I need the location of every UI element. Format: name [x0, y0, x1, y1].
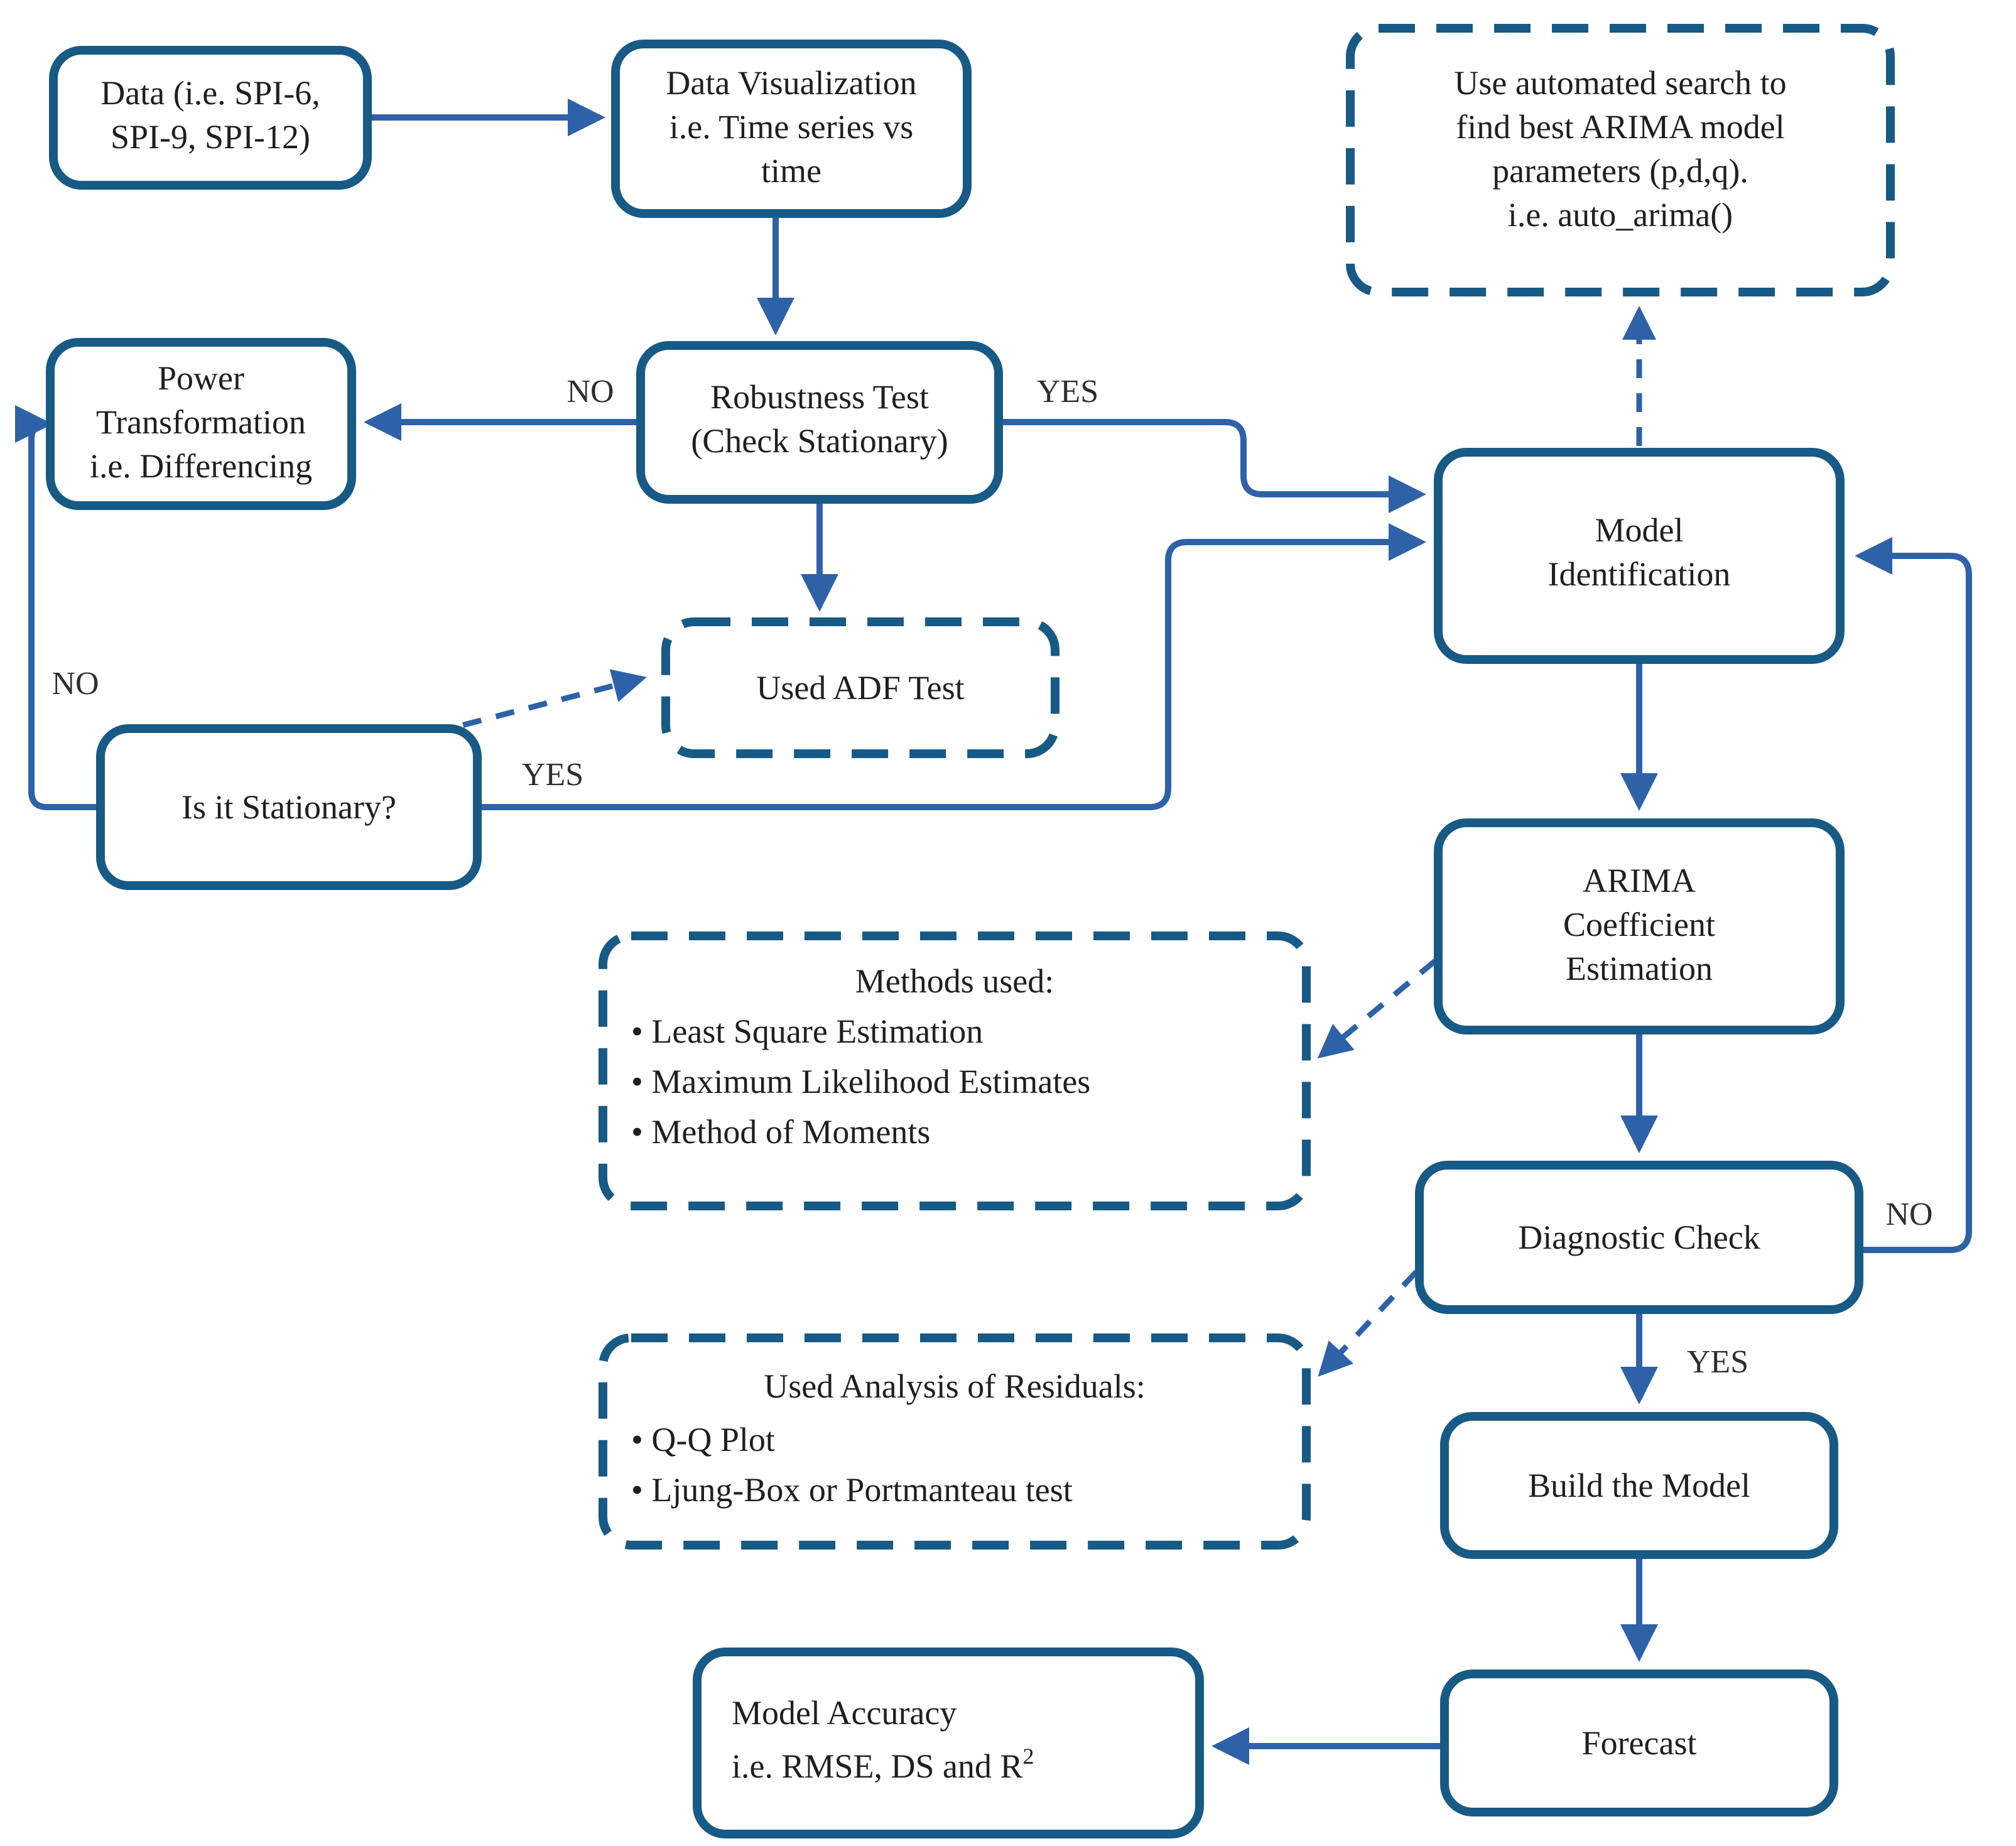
node-residual-analysis: Used Analysis of Residuals: • Q-Q Plot• …	[599, 1333, 1311, 1550]
build-the-model-box	[1440, 1412, 1838, 1559]
adf-test-text: Used ADF Test	[756, 669, 964, 707]
node-data: Data (i.e. SPI-6,SPI-9, SPI-12)	[49, 46, 372, 190]
data-text: Data (i.e. SPI-6,SPI-9, SPI-12)	[100, 74, 320, 156]
residual-analysis-heading: Used Analysis of Residuals:	[764, 1367, 1145, 1405]
edge-stationary-to-adf-dashed	[429, 669, 647, 737]
node-methods-used: Methods used: • Least Square Estimation•…	[599, 931, 1311, 1210]
methods-used-heading: Methods used:	[855, 962, 1054, 1000]
diagnostic-check-text: Diagnostic Check	[1518, 1219, 1760, 1256]
residual-analysis-box	[599, 1333, 1311, 1550]
label-diagnostic-yes: YES	[1687, 1344, 1748, 1380]
data-visualization-box	[611, 40, 972, 218]
model-accuracy-line2-main: i.e. RMSE, DS and R	[732, 1747, 1023, 1785]
edge-diagnostic-to-residuals-dashed	[1318, 1269, 1419, 1377]
forecast-text: Forecast	[1582, 1724, 1697, 1762]
diagnostic-check-box	[1415, 1161, 1863, 1314]
build-the-model-text: Build the Model	[1528, 1467, 1750, 1504]
is-it-stationary-box	[96, 724, 482, 890]
model-accuracy-superscript: 2	[1023, 1744, 1034, 1769]
adf-test-box	[661, 617, 1059, 758]
methods-used-box	[599, 931, 1311, 1210]
label-robustness-no: NO	[566, 374, 614, 410]
node-model-accuracy: Model Accuracy i.e. RMSE, DS and R2	[693, 1648, 1204, 1838]
label-diagnostic-no: NO	[1885, 1197, 1932, 1232]
model-accuracy-line1: Model Accuracy	[732, 1694, 957, 1732]
residual-analysis-list: • Q-Q Plot• Ljung-Box or Portmanteau tes…	[631, 1421, 1073, 1509]
node-robustness-test: Robustness Test(Check Stationary)	[636, 341, 1003, 504]
robustness-test-text: Robustness Test(Check Stationary)	[691, 378, 948, 460]
node-build-the-model: Build the Model	[1440, 1412, 1838, 1559]
methods-used-list: • Least Square Estimation• Maximum Likel…	[631, 1013, 1090, 1151]
node-diagnostic-check: Diagnostic Check	[1415, 1161, 1863, 1314]
is-it-stationary-text: Is it Stationary?	[182, 788, 396, 826]
edge-arimacoef-to-methods-dashed	[1317, 958, 1437, 1059]
node-forecast: Forecast	[1440, 1670, 1838, 1816]
robustness-test-box	[636, 341, 1003, 504]
model-identification-box	[1434, 448, 1845, 664]
auto-arima-box	[1346, 24, 1895, 296]
node-adf-test: Used ADF Test	[661, 617, 1059, 758]
label-stationary-yes: YES	[522, 757, 583, 793]
model-accuracy-box	[693, 1648, 1204, 1838]
label-stationary-no: NO	[51, 666, 99, 702]
edge-stationary-to-power-no-loop	[14, 405, 97, 810]
edge-diagnostic-to-modelid-no-loop	[1855, 537, 1972, 1253]
edge-robustness-to-modelid-yes	[1002, 419, 1426, 513]
arima-coefficient-box	[1434, 818, 1845, 1034]
forecast-box	[1440, 1670, 1838, 1816]
model-accuracy-line2: i.e. RMSE, DS and R2	[732, 1744, 1034, 1785]
node-is-it-stationary: Is it Stationary?	[96, 724, 482, 890]
edge-stationary-to-modelid-yes	[480, 523, 1426, 810]
power-transformation-box	[46, 338, 356, 510]
label-robustness-yes: YES	[1037, 374, 1098, 410]
data-box	[49, 46, 372, 190]
